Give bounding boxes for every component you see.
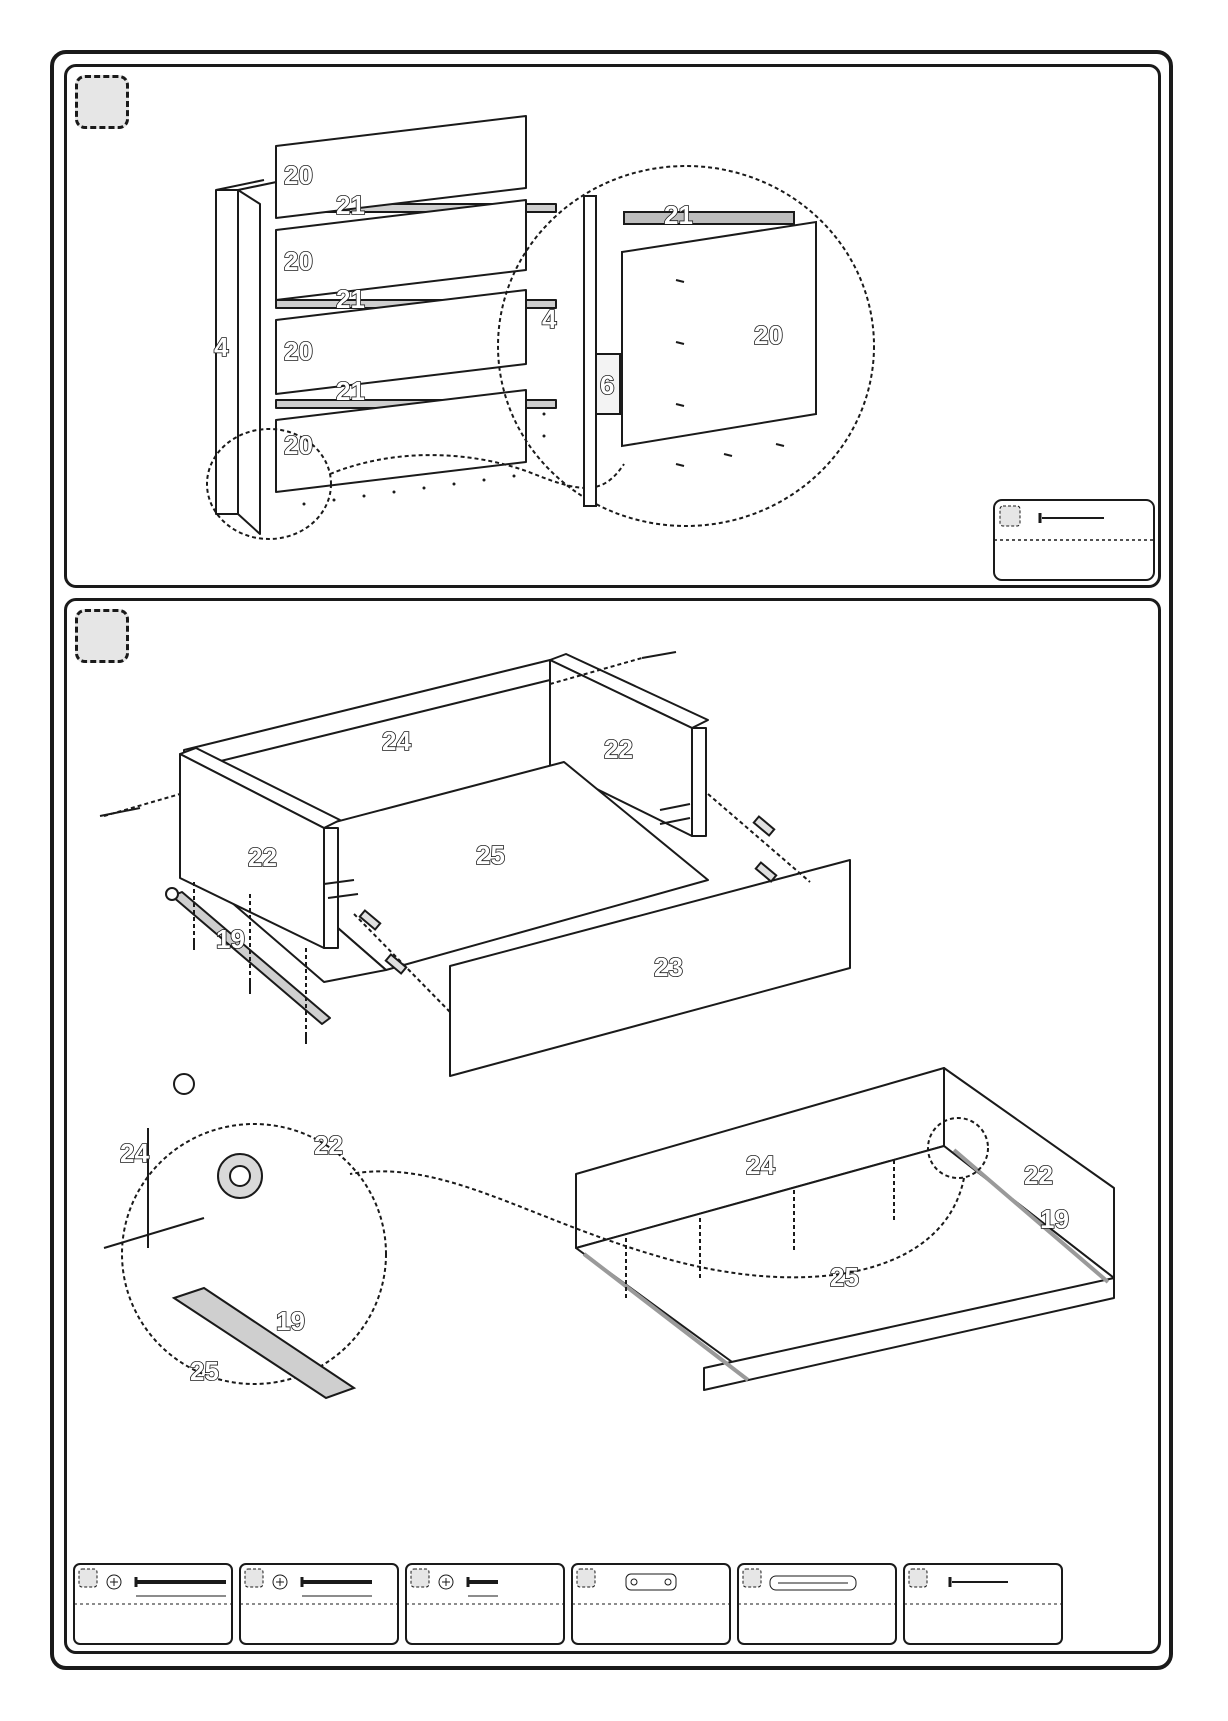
panel-20 xyxy=(276,116,526,218)
label-side-4: 4 xyxy=(214,332,229,362)
panel-20 xyxy=(276,200,526,300)
hardware-box xyxy=(74,1564,232,1644)
label-zoom-side-22: 22 xyxy=(314,1130,343,1160)
label-rail-21: 21 xyxy=(336,190,365,220)
label-zoom-back-24: 24 xyxy=(120,1138,149,1168)
label-zoom-panel-20: 20 xyxy=(754,320,783,350)
label-runner-19: 19 xyxy=(1040,1204,1069,1234)
label-zoom-side-4: 4 xyxy=(542,304,557,334)
label-back-24: 24 xyxy=(382,726,411,756)
label-bottom-25: 25 xyxy=(476,840,505,870)
label-back-24: 24 xyxy=(746,1150,775,1180)
hardware-box xyxy=(240,1564,398,1644)
label-zoom-rail-21: 21 xyxy=(664,200,693,230)
drawer-back-24 xyxy=(184,660,550,770)
zoom-rail xyxy=(624,212,794,224)
hardware-box xyxy=(406,1564,564,1644)
label-zoom-bottom-25: 25 xyxy=(190,1356,219,1386)
step-2-diagram: 24 22 22 25 19 23 24 22 19 25 24 22 19 2… xyxy=(64,598,1161,1654)
label-rail-21: 21 xyxy=(336,376,365,406)
label-bottom-25: 25 xyxy=(830,1262,859,1292)
runner-wheel xyxy=(166,888,178,900)
bracket-icon xyxy=(626,1574,676,1590)
label-runner-19: 19 xyxy=(216,924,245,954)
zoom-back-bottom xyxy=(104,1218,204,1248)
label-panel-20: 20 xyxy=(284,160,313,190)
hardware-row xyxy=(74,1564,1062,1644)
label-zoom-part-6: 6 xyxy=(600,370,614,400)
label-side-22: 22 xyxy=(1024,1160,1053,1190)
label-rail-21: 21 xyxy=(336,284,365,314)
label-panel-20: 20 xyxy=(284,246,313,276)
label-panel-20: 20 xyxy=(284,430,313,460)
label-zoom-runner-19: 19 xyxy=(276,1306,305,1336)
label-front-23: 23 xyxy=(654,952,683,982)
side-panel-face xyxy=(238,190,260,534)
step-1-diagram: 20 20 20 20 21 21 21 4 21 4 20 6 xyxy=(64,64,1161,588)
hardware-box xyxy=(904,1564,1062,1644)
zoom-panel-20 xyxy=(622,222,816,446)
zoom-side-panel xyxy=(584,196,596,506)
label-side-22: 22 xyxy=(604,734,633,764)
dowel-icon xyxy=(770,1576,856,1590)
label-side-22: 22 xyxy=(248,842,277,872)
zoom-hole xyxy=(174,1074,194,1094)
hardware-box xyxy=(572,1564,730,1644)
hardware-box xyxy=(738,1564,896,1644)
hardware-box-nail xyxy=(994,500,1154,580)
label-panel-20: 20 xyxy=(284,336,313,366)
